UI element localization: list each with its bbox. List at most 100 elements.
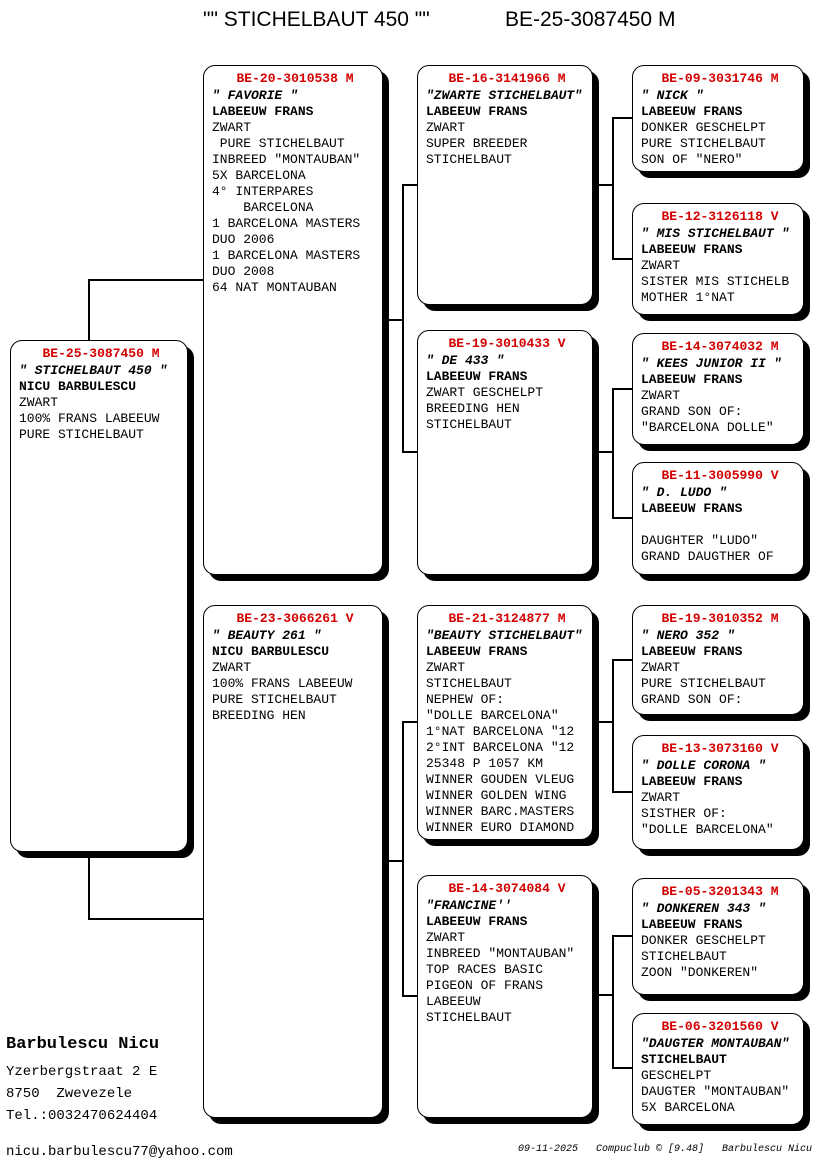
connector-line: [612, 791, 633, 793]
info-line: SISTHER OF:: [641, 806, 727, 821]
ring-number: BE-23-3066261 V: [236, 611, 354, 626]
info-line: MOTHER 1°NAT: [641, 290, 735, 305]
connector-line: [612, 258, 633, 260]
pedigree-box-dam-dam-sire: BE-05-3201343 M " DONKEREN 343 "LABEEUW F…: [632, 878, 804, 995]
ring-number: BE-12-3126118 V: [661, 209, 779, 224]
connector-line: [88, 279, 90, 341]
connector-line: [383, 860, 403, 862]
pigeon-name: "BEAUTY STICHELBAUT": [426, 628, 583, 643]
connector-line: [88, 279, 204, 281]
info-line: [641, 517, 799, 533]
connector-line: [612, 388, 633, 390]
breeder-name: NICU BARBULESCU: [19, 379, 137, 394]
connector-line: [612, 389, 614, 519]
pedigree-box-sire-sire: BE-16-3141966 M"ZWARTE STICHELBAUT"LABEE…: [417, 65, 593, 305]
info-line: INBREED "MONTAUBAN": [426, 946, 575, 961]
title-pigeon-name: "" STICHELBAUT 450 "": [203, 8, 430, 31]
connector-line: [402, 995, 418, 997]
ring-number: BE-19-3010433 V: [448, 336, 566, 351]
pedigree-box-dam-sire-dam: BE-13-3073160 V" DOLLE CORONA "LABEEUW F…: [632, 735, 804, 850]
contact-block: Barbulescu Nicu Yzerbergstraat 2 E 8750 …: [6, 1033, 233, 1163]
contact-phone: Tel.:0032470624404: [6, 1108, 158, 1124]
info-line: ZWART: [641, 660, 681, 675]
pigeon-name: " DE 433 ": [426, 353, 505, 368]
pedigree-box-dam: BE-23-3066261 V" BEAUTY 261 "NICU BARBUL…: [203, 605, 383, 1118]
pigeon-name: "ZWARTE STICHELBAUT": [426, 88, 583, 103]
breeder-name: LABEEUW FRANS: [426, 644, 528, 659]
ring-number: BE-14-3074032 M: [661, 339, 779, 354]
connector-line: [593, 451, 613, 453]
info-line: GRAND DAUGTHER OF: [641, 549, 774, 564]
connector-line: [402, 184, 418, 186]
connector-line: [88, 918, 204, 920]
info-line: 64 NAT MONTAUBAN: [212, 280, 337, 295]
info-line: 5X BARCELONA: [212, 168, 306, 183]
info-line: ZWART: [641, 388, 681, 403]
info-line: DUO 2006: [212, 232, 275, 247]
ring-number: BE-25-3087450 M: [42, 346, 160, 361]
info-line: 25348 P 1057 KM: [426, 756, 544, 771]
info-line: BREEDING HEN: [426, 401, 520, 416]
pigeon-name: " DONKEREN 343 ": [641, 901, 766, 916]
ring-number: BE-06-3201560 V: [661, 1019, 779, 1034]
footer-credit: 09-11-2025 Compuclub © [9.48] Barbulescu…: [517, 1144, 812, 1155]
contact-address-street: Yzerbergstraat 2 E: [6, 1064, 158, 1080]
info-line: GRAND SON OF:: [641, 404, 743, 419]
info-line: ZWART: [641, 258, 681, 273]
breeder-name: LABEEUW FRANS: [641, 501, 743, 516]
info-line: GESCHELPT: [641, 1068, 712, 1083]
title-ring-number: BE-25-3087450 M: [505, 8, 676, 31]
info-line: PURE STICHELBAUT: [641, 136, 766, 151]
info-line: ZWART: [426, 930, 466, 945]
breeder-name: LABEEUW FRANS: [641, 372, 743, 387]
breeder-name: LABEEUW FRANS: [641, 242, 743, 257]
info-line: LABEEUW: [426, 994, 481, 1009]
info-line: ZOON "DONKEREN": [641, 965, 759, 980]
pedigree-box-dam-sire-sire: BE-19-3010352 M" NERO 352 "LABEEUW FRANS…: [632, 605, 804, 715]
connector-line: [612, 118, 614, 260]
connector-line: [593, 994, 613, 996]
info-line: STICHELBAUT: [426, 152, 512, 167]
ring-number: BE-05-3201343 M: [661, 884, 779, 899]
info-line: ZWART: [426, 120, 466, 135]
ring-number: BE-13-3073160 V: [661, 741, 779, 756]
connector-line: [593, 184, 613, 186]
connector-line: [402, 721, 418, 723]
breeder-name: LABEEUW FRANS: [641, 774, 743, 789]
ring-number: BE-19-3010352 M: [661, 611, 779, 626]
connector-line: [402, 722, 404, 997]
info-line: ZWART: [212, 120, 252, 135]
info-line: GRAND SON OF:: [641, 692, 743, 707]
pedigree-box-sire-sire-dam: BE-12-3126118 V " MIS STICHELBAUT "LABEEU…: [632, 203, 804, 315]
ring-number: BE-16-3141966 M: [448, 71, 566, 86]
ring-number: BE-14-3074084 V: [448, 881, 566, 896]
info-line: WINNER EURO DIAMOND: [426, 820, 575, 835]
info-line: ZWART: [641, 790, 681, 805]
pigeon-name: " MIS STICHELBAUT ": [641, 226, 790, 241]
info-line: "DOLLE BARCELONA": [641, 822, 774, 837]
pigeon-name: " STICHELBAUT 450 ": [19, 363, 168, 378]
breeder-name: LABEEUW FRANS: [641, 917, 743, 932]
info-line: DAUGHTER "LUDO": [641, 533, 759, 548]
pedigree-box-dam-dam-dam: BE-06-3201560 V"DAUGTER MONTAUBAN"STICHE…: [632, 1013, 804, 1125]
contact-address-city: 8750 Zwevezele: [6, 1086, 133, 1102]
info-line: SUPER BREEDER: [426, 136, 528, 151]
info-line: ZWART: [212, 660, 252, 675]
info-line: STICHELBAUT: [426, 676, 512, 691]
breeder-name: LABEEUW FRANS: [426, 369, 528, 384]
pedigree-box-sire-dam-sire: BE-14-3074032 M" KEES JUNIOR II "LABEEUW…: [632, 333, 804, 445]
info-line: "BARCELONA DOLLE": [641, 420, 774, 435]
info-line: ZWART: [426, 660, 466, 675]
info-line: 4° INTERPARES: [212, 184, 314, 199]
info-line: DAUGTER "MONTAUBAN": [641, 1084, 790, 1099]
ring-number: BE-20-3010538 M: [236, 71, 354, 86]
connector-line: [612, 1067, 633, 1069]
info-line: ZWART: [19, 395, 59, 410]
contact-email: nicu.barbulescu77@yahoo.com: [6, 1144, 233, 1160]
info-line: STICHELBAUT: [426, 1010, 512, 1025]
breeder-name: STICHELBAUT: [641, 1052, 727, 1067]
ring-number: BE-09-3031746 M: [661, 71, 779, 86]
info-line: SISTER MIS STICHELB: [641, 274, 790, 289]
